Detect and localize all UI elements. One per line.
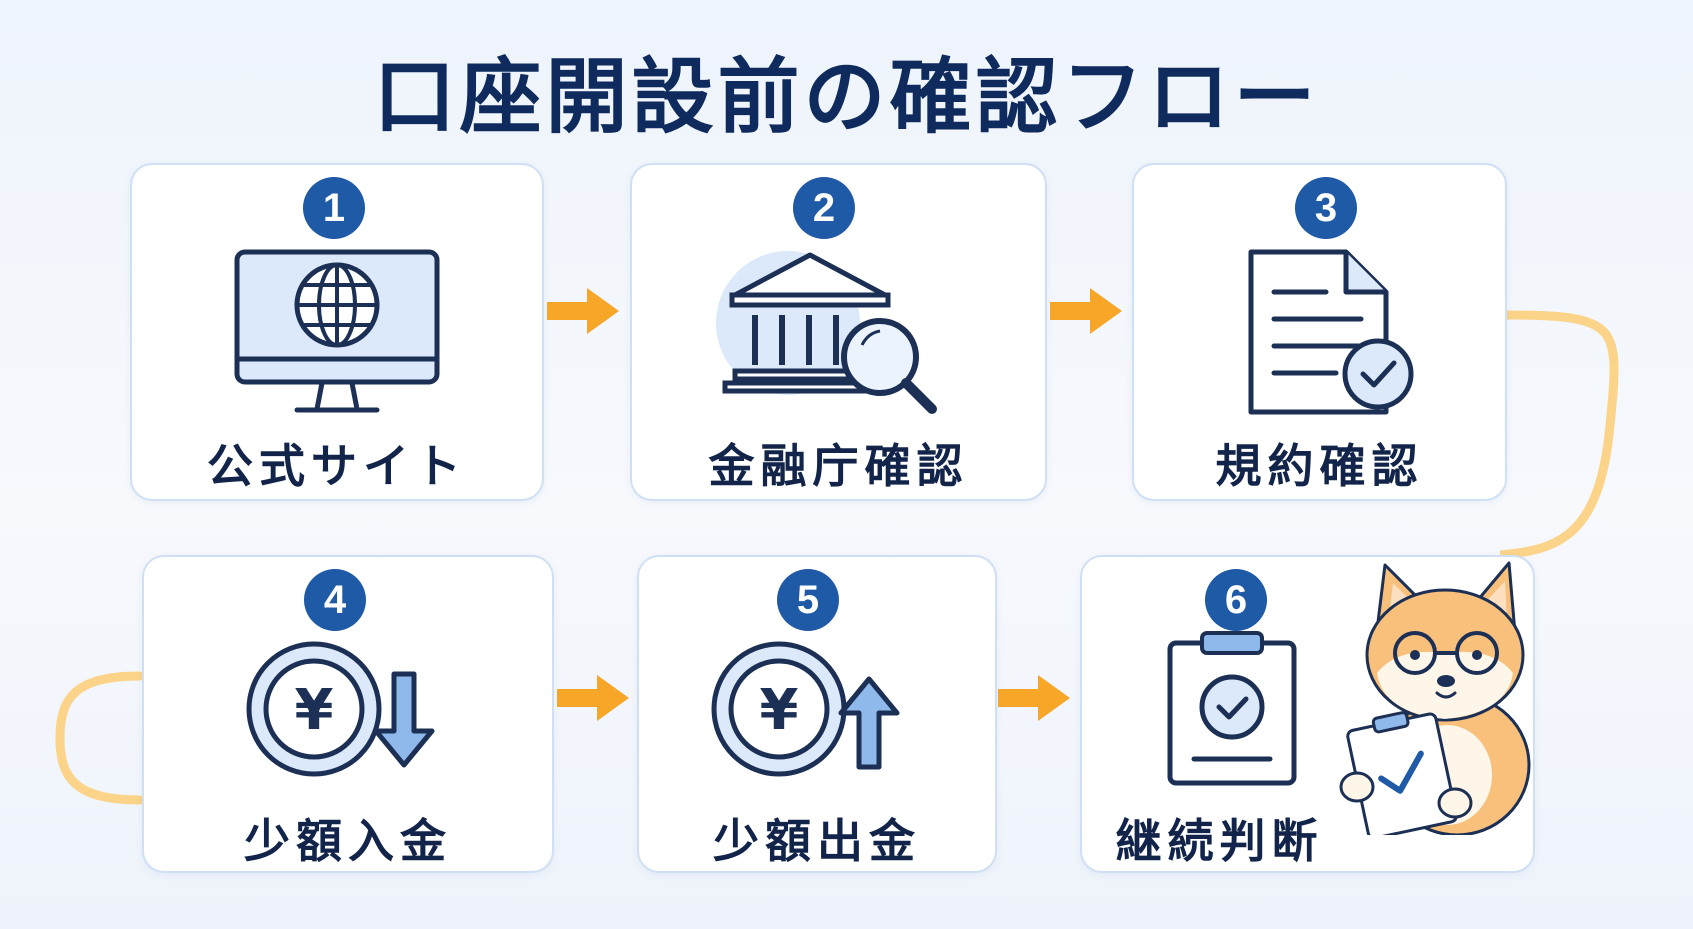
clipboard-check-icon xyxy=(1167,631,1297,786)
step-card-3: 3 規約確認 xyxy=(1132,163,1507,501)
step-label-3: 規約確認 xyxy=(1215,439,1424,493)
bank-magnifier-icon xyxy=(716,251,937,414)
step-label-6: 継続判断 xyxy=(1115,814,1324,868)
step-badge-6: 6 xyxy=(1205,569,1267,631)
step-label-5: 少額出金 xyxy=(713,814,921,868)
arrow-right-icon xyxy=(998,675,1070,721)
step-card-6: 6 継続判断 xyxy=(1080,555,1535,873)
monitor-globe-icon xyxy=(234,249,440,413)
step-badge-1: 1 xyxy=(303,177,365,239)
step-badge-3: 3 xyxy=(1295,177,1357,239)
step-badge-5: 5 xyxy=(777,569,839,631)
connector-left-loop xyxy=(55,671,145,805)
yen-coin-up-icon: ¥ xyxy=(711,641,900,777)
step-badge-2: 2 xyxy=(793,177,855,239)
arrow-right-icon xyxy=(557,675,629,721)
svg-text:¥: ¥ xyxy=(295,678,334,743)
step-label-2: 金融庁確認 xyxy=(708,439,969,493)
connector-3-to-6 xyxy=(1500,310,1619,560)
step-label-4: 少額入金 xyxy=(244,814,452,868)
arrow-right-icon xyxy=(1050,288,1122,334)
step-card-1: 1 公式サイト xyxy=(130,163,544,501)
step-card-4: 4 ¥ 少額入金 xyxy=(142,555,554,873)
yen-coin-down-icon: ¥ xyxy=(246,641,435,777)
step-card-5: 5 ¥ 少額出金 xyxy=(637,555,997,873)
page-title: 口座開設前の確認フロー xyxy=(373,50,1320,145)
shiba-dog-mascot-icon xyxy=(1339,561,1531,835)
step-badge-4: 4 xyxy=(304,569,366,631)
svg-text:¥: ¥ xyxy=(760,678,799,743)
document-check-icon xyxy=(1248,249,1414,415)
step-card-2: 2 金融庁確認 xyxy=(630,163,1047,501)
arrow-right-icon xyxy=(547,288,619,334)
step-label-1: 公式サイト xyxy=(207,439,467,493)
